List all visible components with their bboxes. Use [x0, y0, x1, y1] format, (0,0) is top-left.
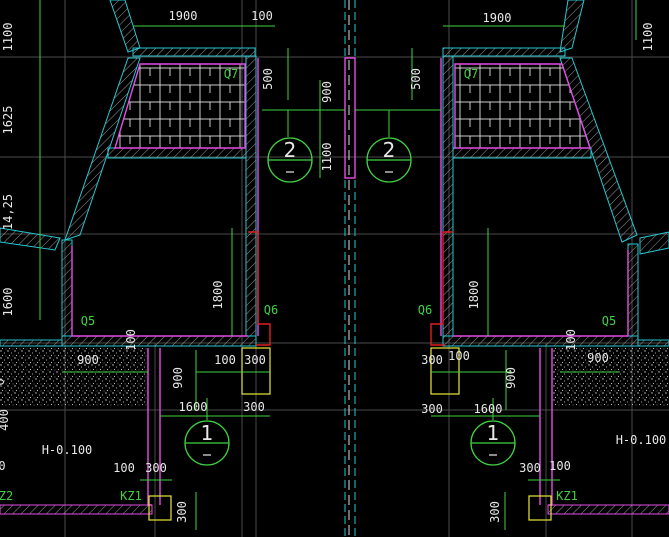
dimension-text: 100	[113, 461, 135, 475]
element-label: KZ1	[556, 489, 578, 503]
element-label: Q6	[264, 303, 278, 317]
dimension-text: 1100	[1, 23, 15, 52]
dimension-text: 1100	[320, 143, 334, 172]
element-label: Z2	[0, 489, 13, 503]
section-bubble[interactable]: 2	[366, 137, 412, 183]
section-bubble[interactable]: 2	[267, 137, 313, 183]
section-number: 2	[284, 138, 297, 162]
center-axis	[344, 0, 356, 537]
dimension-text: 900	[504, 367, 518, 389]
dimension-text: H-0.100	[616, 433, 667, 447]
element-label: Q5	[602, 314, 616, 328]
dimension-text: 300	[175, 501, 189, 523]
dimension-text: 100	[214, 353, 236, 367]
dimension-text: 300	[421, 402, 443, 416]
element-label: KZ1	[120, 489, 142, 503]
element-label: Q6	[418, 303, 432, 317]
dimension-text: 300	[421, 353, 443, 367]
dimension-text: 500	[261, 68, 275, 90]
dimension-text: 1600	[1, 288, 15, 317]
magenta-outlines	[71, 57, 629, 506]
dimension-text: 300	[243, 400, 265, 414]
section-number: 2	[383, 138, 396, 162]
dimension-text: H-0.100	[42, 443, 93, 457]
dimension-text: 100	[251, 9, 273, 23]
section-number: 1	[487, 421, 500, 445]
element-label: Q7	[224, 67, 238, 81]
dimension-text: 300	[519, 461, 541, 475]
dimension-text: 1625	[1, 106, 15, 135]
dimension-lines	[39, 0, 637, 530]
dimension-text: 100	[124, 329, 138, 351]
element-label: Q5	[81, 314, 95, 328]
section-bubble[interactable]: 1	[184, 420, 230, 466]
dimension-text: 1900	[169, 9, 198, 23]
dimension-text: 0	[0, 378, 7, 385]
dimension-text: 500	[409, 68, 423, 90]
dimension-text: 1800	[467, 281, 481, 310]
dimension-text: 900	[171, 367, 185, 389]
dimension-text: 1600	[474, 402, 503, 416]
red-walls	[248, 231, 453, 346]
dimension-text: 300	[488, 501, 502, 523]
hatched-walls	[0, 0, 669, 515]
section-markers: 2 2 1 1	[184, 137, 516, 466]
dimension-text: 1800	[211, 281, 225, 310]
dimension-text: 100	[549, 459, 571, 473]
dimension-text: 900	[320, 81, 334, 103]
ground-fill	[0, 348, 669, 406]
dimension-text: 100	[448, 349, 470, 363]
section-bubble[interactable]: 1	[470, 420, 516, 466]
element-label: Q7	[464, 67, 478, 81]
dimension-text: 900	[77, 353, 99, 367]
dimension-text: 1100	[641, 23, 655, 52]
dimension-text: 1600	[179, 400, 208, 414]
tiled-floors	[114, 63, 591, 149]
dimension-text: 300	[145, 461, 167, 475]
dimension-text: 1900	[483, 11, 512, 25]
dimension-text: 14,25	[1, 194, 15, 230]
dimension-text: 300	[244, 353, 266, 367]
columns	[148, 347, 552, 521]
dimension-text: 900	[587, 351, 609, 365]
dimension-text: 400	[0, 409, 11, 431]
section-number: 1	[201, 421, 214, 445]
dimension-text: 0	[0, 459, 6, 473]
dimension-text: 100	[564, 329, 578, 351]
